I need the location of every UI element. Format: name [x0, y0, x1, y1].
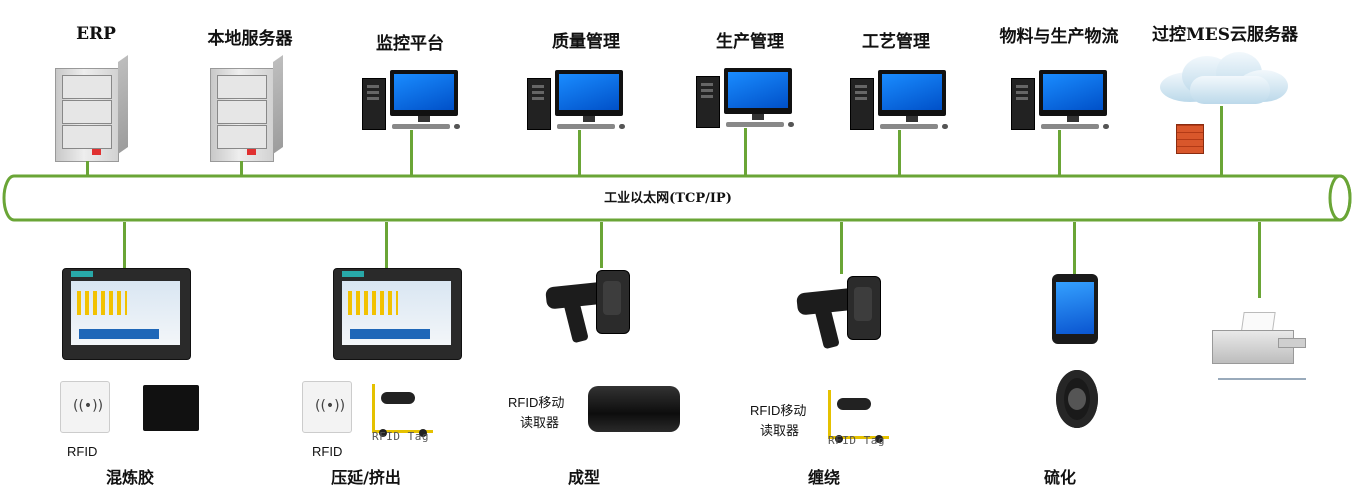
desktop-pc-icon: [1011, 70, 1111, 132]
rfid-reader-label: 读取器: [760, 423, 800, 438]
rfid-tag-cart-icon: [372, 384, 433, 437]
link-line: [1220, 106, 1223, 177]
desktop-pc-icon: [527, 70, 627, 132]
rfid-mobile-label: RFID移动: [508, 395, 565, 410]
bottom-node-label-mixing: 混炼胶: [105, 468, 155, 487]
link-line: [123, 222, 126, 268]
server-icon: [55, 68, 119, 162]
rfid-tag-cart-icon: [828, 390, 889, 443]
link-line: [578, 130, 581, 177]
printer-icon: [1212, 312, 1306, 372]
rfid-tag-label: RFID Tag: [372, 430, 429, 443]
link-line: [240, 161, 243, 177]
link-line: [410, 130, 413, 177]
rfid-tag-label: RFID Tag: [828, 434, 885, 447]
link-line: [1258, 222, 1261, 298]
rfid-reader-label: 读取器: [520, 415, 560, 430]
cloud-icon: [1160, 52, 1288, 104]
rfid-label: RFID: [312, 444, 343, 459]
bottom-node-label-curing: 硫化: [1043, 468, 1077, 487]
link-line: [1073, 222, 1076, 274]
server-icon: [210, 68, 274, 162]
link-line: [898, 130, 901, 177]
bottom-node-label-winding: 缠绕: [807, 468, 841, 487]
top-node-label-local-server: 本地服务器: [207, 29, 293, 49]
bottom-node-label-calender: 压延/挤出: [331, 468, 401, 487]
rfid-card-reader-icon: ((•)): [60, 381, 110, 433]
green-tire-icon: [588, 386, 680, 432]
top-node-label-production: 生产管理: [716, 32, 784, 52]
rubber-block-icon: [143, 385, 199, 431]
top-node-label-logistics: 物料与生产物流: [999, 27, 1119, 47]
top-node-label-monitoring: 监控平台: [376, 34, 444, 54]
tablet-icon: [1052, 274, 1098, 344]
bottom-node-label-building: 成型: [567, 468, 601, 487]
rfid-label: RFID: [67, 444, 98, 459]
rfid-mobile-label: RFID移动: [750, 403, 807, 418]
top-node-label-cloud: 过控MES云服务器: [1151, 25, 1299, 45]
top-node-label-process: 工艺管理: [862, 32, 930, 52]
link-line: [1058, 130, 1061, 177]
rfid-handheld-reader-icon: [796, 276, 881, 356]
link-line: [600, 222, 603, 268]
top-node-label-erp: ERP: [76, 24, 116, 44]
link-line: [744, 128, 747, 177]
hmi-panel-icon: [62, 268, 191, 360]
ethernet-bus: [2, 174, 1352, 222]
printer-base-line: [1218, 378, 1306, 380]
top-node-label-quality: 质量管理: [552, 32, 620, 52]
bus-label: 工业以太网(TCP/IP): [604, 191, 732, 206]
desktop-pc-icon: [850, 70, 950, 132]
link-line: [86, 161, 89, 177]
hmi-panel-icon: [333, 268, 462, 360]
link-line: [840, 222, 843, 274]
firewall-icon: [1176, 124, 1204, 154]
tire-icon: [1056, 370, 1098, 428]
link-line: [385, 222, 388, 268]
desktop-pc-icon: [362, 70, 462, 132]
desktop-pc-icon: [696, 68, 796, 130]
rfid-card-reader-icon: ((•)): [302, 381, 352, 433]
rfid-handheld-reader-icon: [545, 270, 630, 350]
